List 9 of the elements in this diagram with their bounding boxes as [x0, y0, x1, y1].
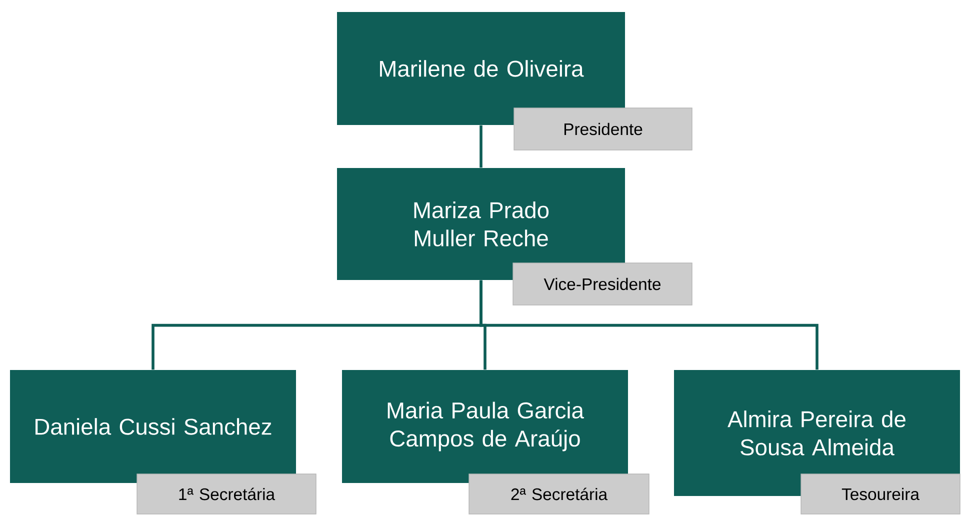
role-tag: 1ª Secretária: [136, 474, 316, 514]
name-box: Maria Paula Garcia Campos de Araújo: [342, 370, 628, 483]
role-tag: 2ª Secretária: [468, 474, 650, 514]
role-tag: Presidente: [514, 108, 692, 150]
role-tag: Vice-Presidente: [512, 262, 692, 306]
name-box: Daniela Cussi Sanchez: [10, 370, 296, 483]
connector-line: [480, 125, 482, 168]
role-tag: Tesoureira: [800, 474, 960, 514]
connector-line: [480, 280, 818, 370]
